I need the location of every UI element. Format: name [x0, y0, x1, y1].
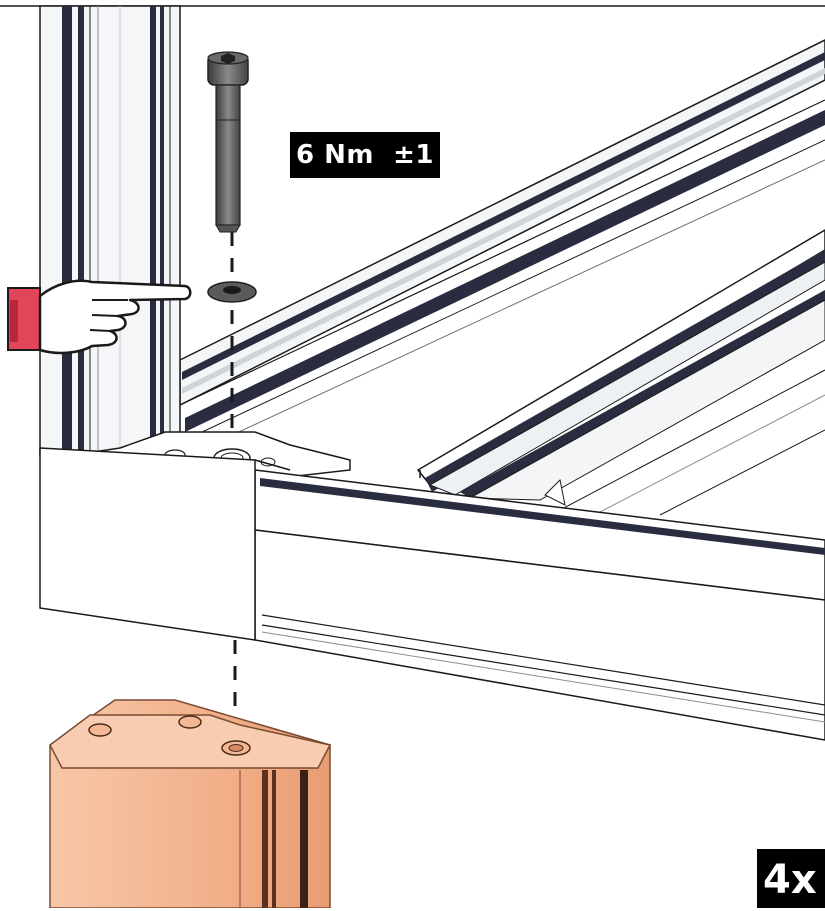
socket-head-bolt: [207, 51, 249, 233]
washer: [207, 281, 257, 303]
leg-profile: [49, 699, 332, 908]
quantity-label: 4x: [757, 849, 825, 908]
bed-panel: [559, 369, 825, 516]
middle-rail-profile: [416, 229, 825, 506]
upper-rail-profile: [179, 39, 825, 451]
torque-spec-label: 6 Nm ±1: [290, 132, 440, 178]
pointing-hand-icon: [7, 279, 192, 355]
corner-end-cap: [39, 447, 291, 641]
front-rail-profile: [254, 469, 825, 741]
vertical-post: [39, 5, 181, 457]
